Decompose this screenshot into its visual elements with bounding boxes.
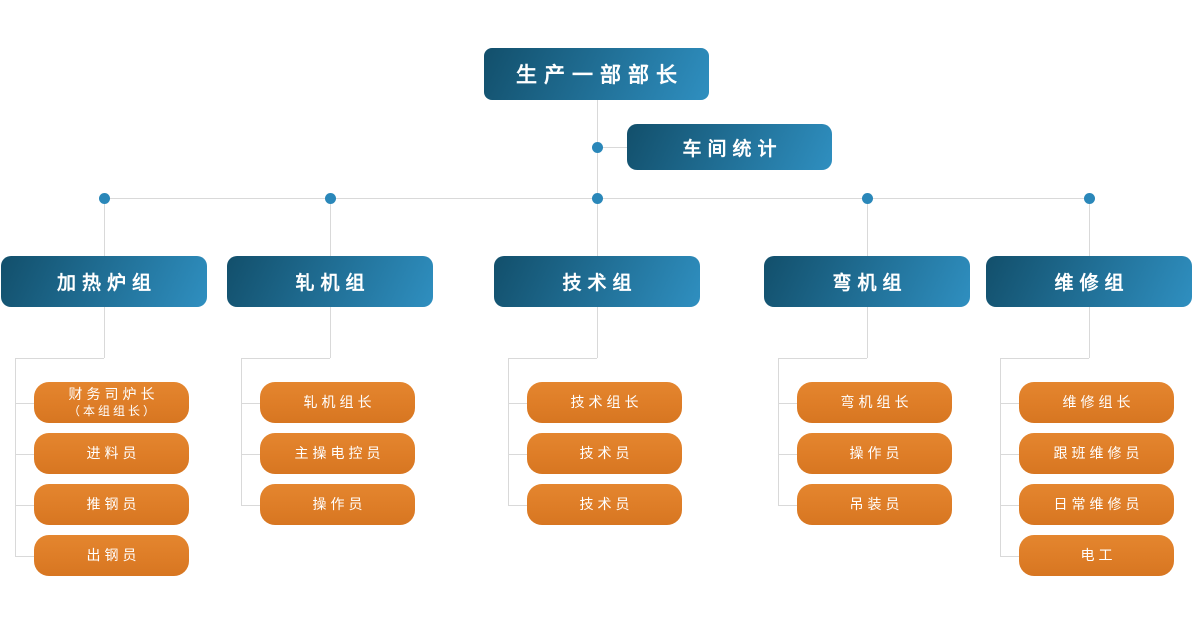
child-node-label: 电工: [1080, 546, 1117, 563]
connector-line: [15, 504, 34, 506]
child-node-label: （本组组长）: [67, 403, 158, 418]
group-3-child-3: 技术员: [527, 484, 682, 525]
group-node-2: 轧机组: [227, 256, 433, 307]
connector-line: [778, 358, 779, 505]
child-node-label: 技术组长: [570, 393, 643, 410]
group-1-child-4: 出钢员: [34, 535, 189, 576]
group-node-5: 维修组: [986, 256, 1192, 307]
group-4-child-2: 操作员: [797, 433, 952, 474]
connector-line: [330, 307, 331, 358]
group-1-child-2: 进料员: [34, 433, 189, 474]
group-5-child-1: 维修组长: [1019, 382, 1174, 423]
connector-dot: [98, 192, 110, 204]
connector-line: [1000, 555, 1019, 557]
child-node-label: 吊装员: [849, 495, 904, 512]
group-1-child-3: 推钢员: [34, 484, 189, 525]
connector-line: [508, 402, 527, 404]
connector-line: [1000, 504, 1019, 506]
child-node-label: 技术员: [579, 495, 634, 512]
stat-node: 车间统计: [627, 124, 832, 170]
connector-line: [15, 453, 34, 455]
connector-line: [15, 402, 34, 404]
group-5-child-4: 电工: [1019, 535, 1174, 576]
connector-line: [778, 453, 797, 455]
child-node-label: 维修组长: [1062, 393, 1135, 410]
connector-line: [15, 358, 104, 359]
connector-dot: [1083, 192, 1095, 204]
group-node-3: 技术组: [494, 256, 700, 307]
connector-line: [1089, 198, 1090, 256]
connector-line: [778, 504, 797, 506]
child-node-label: 弯机组长: [840, 393, 913, 410]
connector-dot: [591, 141, 603, 153]
connector-line: [597, 307, 598, 358]
connector-line: [1000, 402, 1019, 404]
connector-line: [508, 358, 509, 505]
child-node-label: 主操电控员: [294, 444, 385, 461]
group-2-child-2: 主操电控员: [260, 433, 415, 474]
connector-line: [104, 307, 105, 358]
connector-line: [241, 453, 260, 455]
group-node-1: 加热炉组: [1, 256, 207, 307]
connector-line: [508, 358, 597, 359]
child-node-label: 进料员: [86, 444, 141, 461]
group-2-child-1: 轧机组长: [260, 382, 415, 423]
connector-line: [508, 453, 527, 455]
child-node-label: 财务司炉长: [68, 386, 159, 403]
child-node-label: 出钢员: [86, 546, 141, 563]
child-node-label: 日常维修员: [1053, 495, 1144, 512]
connector-dot: [324, 192, 336, 204]
connector-line: [597, 147, 627, 148]
connector-line: [330, 198, 331, 256]
connector-line: [1089, 307, 1090, 358]
connector-line: [15, 358, 16, 556]
connector-line: [1000, 358, 1089, 359]
connector-line: [1000, 358, 1001, 556]
connector-line: [1000, 453, 1019, 455]
group-2-child-3: 操作员: [260, 484, 415, 525]
group-node-4: 弯机组: [764, 256, 970, 307]
connector-line: [15, 555, 34, 557]
child-node-label: 技术员: [579, 444, 634, 461]
group-1-child-1: 财务司炉长（本组组长）: [34, 382, 189, 423]
connector-line: [778, 402, 797, 404]
connector-dot: [591, 192, 603, 204]
child-node-label: 跟班维修员: [1053, 444, 1144, 461]
child-node-label: 轧机组长: [303, 393, 376, 410]
child-node-label: 操作员: [849, 444, 904, 461]
connector-line: [867, 198, 868, 256]
group-4-child-3: 吊装员: [797, 484, 952, 525]
child-node-label: 操作员: [312, 495, 367, 512]
connector-line: [597, 198, 598, 256]
connector-line: [104, 198, 105, 256]
connector-line: [778, 358, 867, 359]
root-node: 生产一部部长: [484, 48, 709, 100]
group-5-child-2: 跟班维修员: [1019, 433, 1174, 474]
connector-line: [508, 504, 527, 506]
connector-line: [241, 358, 330, 359]
group-3-child-2: 技术员: [527, 433, 682, 474]
connector-line: [241, 504, 260, 506]
group-4-child-1: 弯机组长: [797, 382, 952, 423]
child-node-label: 推钢员: [86, 495, 141, 512]
group-5-child-3: 日常维修员: [1019, 484, 1174, 525]
connector-dot: [861, 192, 873, 204]
connector-line: [867, 307, 868, 358]
group-3-child-1: 技术组长: [527, 382, 682, 423]
connector-line: [241, 402, 260, 404]
connector-line: [241, 358, 242, 505]
